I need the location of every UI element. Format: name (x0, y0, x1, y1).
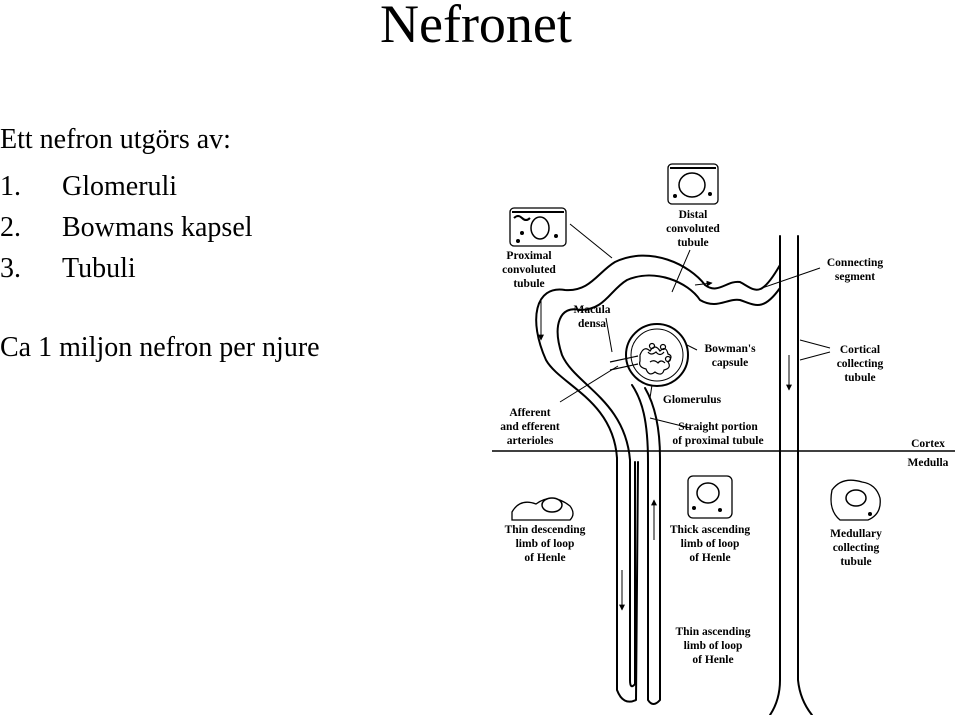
label-connecting: segment (835, 271, 875, 283)
label-macula: Macula (573, 304, 610, 316)
list-item: 1. Glomeruli (0, 166, 253, 207)
label-connecting: Connecting (827, 257, 883, 269)
label-afferent: arterioles (507, 435, 554, 447)
label-proximal: convoluted (502, 264, 556, 276)
label-cortex: Cortex (911, 438, 945, 450)
list-item: 2. Bowmans kapsel (0, 207, 253, 248)
label-afferent: Afferent (509, 407, 550, 419)
label-bowman: Bowman's (704, 343, 756, 355)
label-straight: of proximal tubule (672, 435, 763, 447)
distal-tubule-cell (667, 163, 719, 205)
thin-descending-cell (511, 497, 574, 521)
list-label: Glomeruli (62, 171, 178, 202)
glomerulus-capillaries (609, 342, 672, 375)
medullary-duct-cell (830, 479, 881, 521)
nephron-diagram: Distal convoluted tubule Proximal convol… (492, 163, 955, 715)
label-thin-ascending: of Henle (692, 654, 733, 666)
label-cortical: collecting (837, 358, 884, 370)
label-afferent: and efferent (500, 421, 560, 433)
label-thin-descending: Thin descending (505, 524, 586, 536)
label-proximal: Proximal (506, 250, 551, 262)
label-medullary: collecting (833, 542, 880, 554)
label-thick-ascending: limb of loop (681, 538, 740, 550)
label-cortical: Cortical (840, 344, 880, 356)
page-title: Nefronet (380, 0, 572, 54)
label-medullary: Medullary (830, 528, 882, 540)
label-glomerulus: Glomerulus (663, 394, 722, 406)
list-number: 3. (0, 253, 21, 284)
label-medulla: Medulla (908, 457, 949, 469)
proximal-tubule-cell (509, 207, 567, 247)
intro-text: Ett nefron utgörs av: (0, 124, 231, 155)
label-thin-descending: of Henle (524, 552, 565, 564)
list-number: 2. (0, 212, 21, 243)
nephron-tubule (535, 254, 781, 705)
label-thick-ascending: Thick ascending (670, 524, 750, 536)
label-distal: Distal (679, 209, 708, 221)
label-thin-descending: limb of loop (516, 538, 575, 550)
list-label: Bowmans kapsel (62, 212, 253, 243)
label-cortical: tubule (844, 372, 875, 384)
leader-lines (559, 223, 831, 429)
label-distal: tubule (677, 237, 708, 249)
component-list: 1. Glomeruli 2. Bowmans kapsel 3. Tubuli (0, 166, 253, 289)
label-thin-ascending: limb of loop (684, 640, 743, 652)
label-proximal: tubule (513, 278, 544, 290)
list-item: 3. Tubuli (0, 248, 253, 289)
list-number: 1. (0, 171, 21, 202)
list-label: Tubuli (62, 253, 136, 284)
collecting-duct (769, 235, 813, 715)
label-macula: densa (578, 318, 606, 330)
thick-ascending-cell (687, 475, 733, 519)
label-thick-ascending: of Henle (689, 552, 730, 564)
label-distal: convoluted (666, 223, 720, 235)
label-bowman: capsule (712, 357, 748, 369)
nephron-count-text: Ca 1 miljon nefron per njure (0, 332, 320, 363)
label-straight: Straight portion (678, 421, 758, 433)
label-medullary: tubule (840, 556, 871, 568)
label-thin-ascending: Thin ascending (675, 626, 750, 638)
bowmans-capsule (625, 323, 689, 387)
